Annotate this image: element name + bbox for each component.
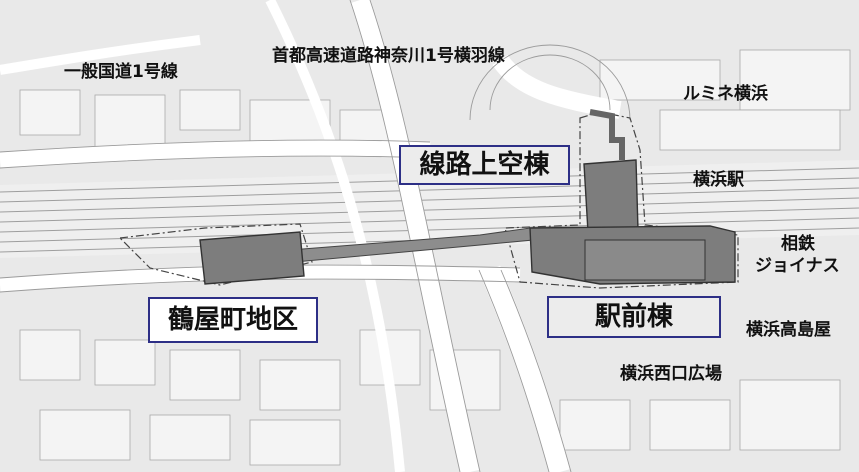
label-sotetsu-line2: ジョイナス: [755, 256, 840, 276]
tsuruya-building: [199, 231, 305, 285]
overtrack-building: [583, 159, 639, 233]
ekimae-inner: [584, 239, 706, 281]
label-expressway: 首都高速道路神奈川1号横羽線: [272, 46, 505, 66]
label-takashimaya: 横浜高島屋: [746, 320, 831, 340]
label-yokohama-station: 横浜駅: [693, 170, 744, 190]
box-tsuruya: 鶴屋町地区: [148, 297, 318, 343]
label-sotetsu-line1: 相鉄: [781, 234, 815, 254]
pedestrian-deck: [589, 109, 625, 160]
label-lumine: ルミネ横浜: [683, 84, 768, 104]
roads: [0, 0, 622, 472]
box-ekimae: 駅前棟: [547, 296, 721, 338]
label-route1: 一般国道1号線: [64, 62, 178, 82]
box-overtrack: 線路上空棟: [399, 145, 570, 185]
label-west-plaza: 横浜西口広場: [620, 364, 722, 384]
zone-outlines: [118, 111, 739, 289]
